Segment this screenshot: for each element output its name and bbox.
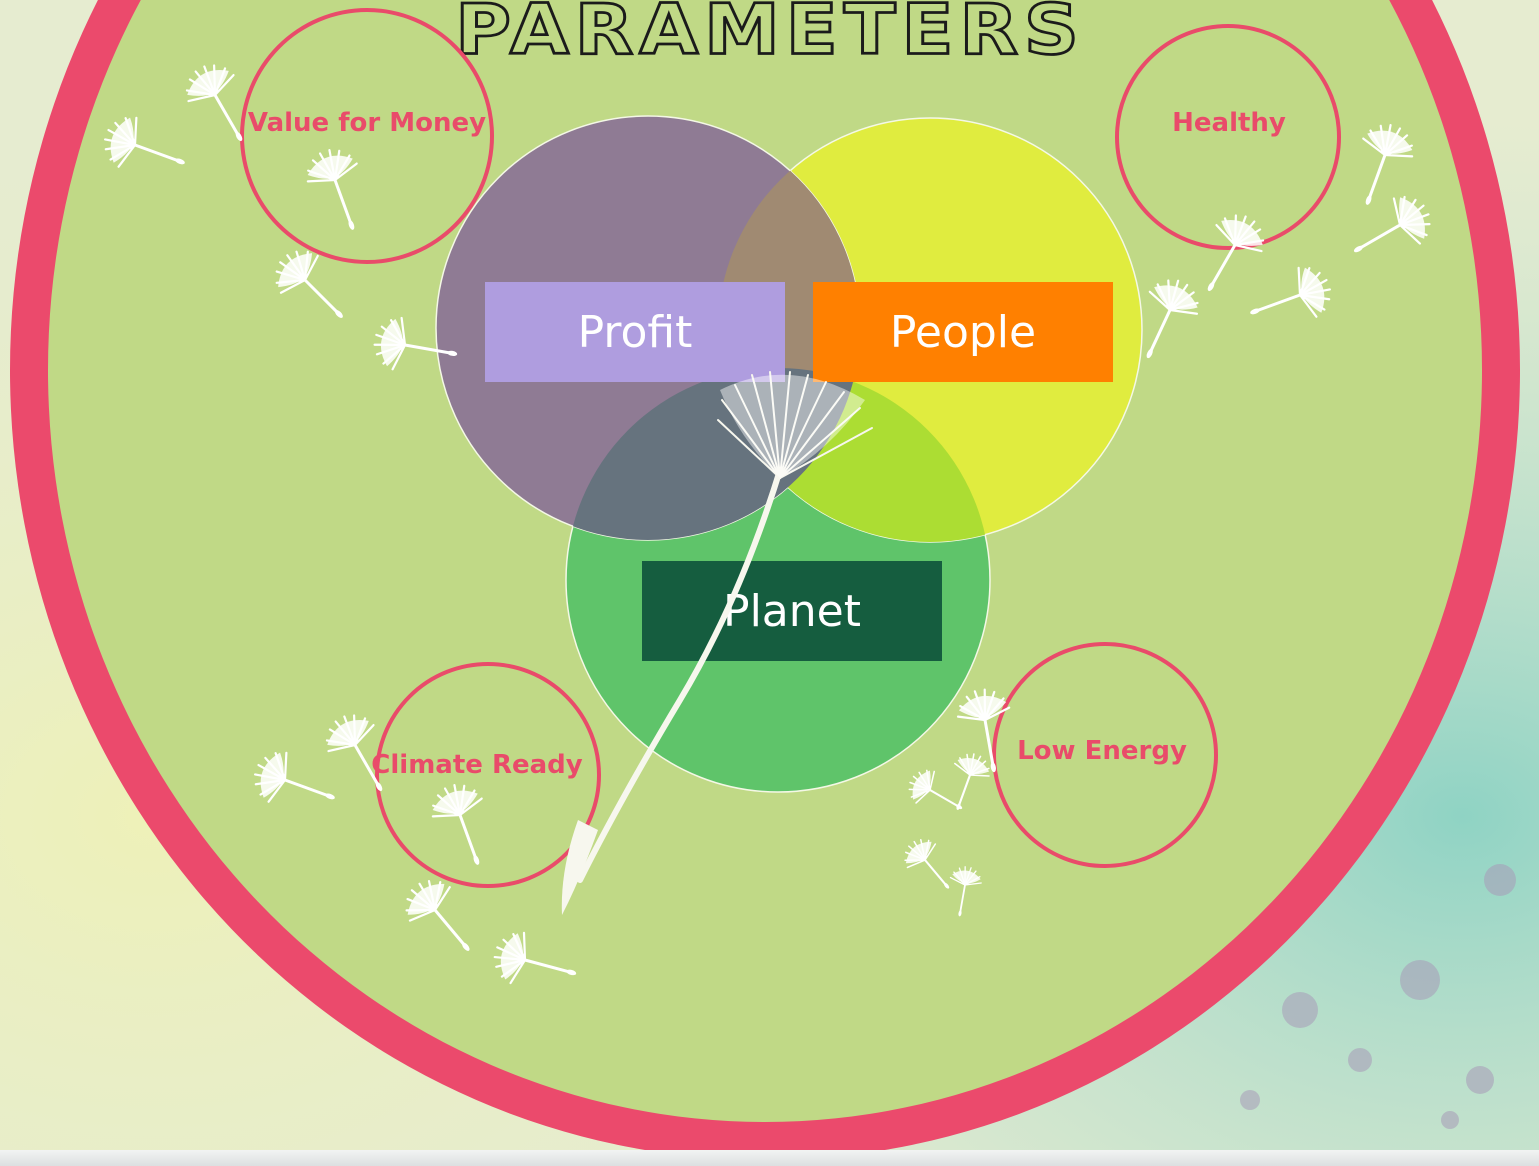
dandelion-seed-icon [96,108,196,190]
dandelion-seed-icon [298,141,380,241]
low-energy-label: Low Energy [1017,736,1187,766]
people-label: People [813,282,1113,382]
dandelion-seed-icon [896,831,964,902]
dandelion-seed-icon [1239,258,1339,340]
dandelion-seed-icon [246,743,346,825]
dandelion-seed-icon [394,868,491,969]
healthy-label: Healthy [1172,108,1286,138]
climate-ready-ring [375,662,601,888]
healthy-ring [1115,24,1341,250]
dandelion-seed-icon [423,776,505,876]
diagram-title: PARAMETERS [454,0,1085,71]
dandelion-seed-icon [369,312,464,382]
low-energy-ring [992,642,1218,868]
dandelion-seed-icon [943,863,985,920]
dandelion-seed-icon [901,762,973,826]
dandelion-seed-icon [487,925,585,1001]
profit-label: Profit [485,282,785,382]
dandelion-seed-icon [939,747,996,818]
value-for-money-ring [240,8,494,264]
dandelion-seed-icon [263,238,363,338]
profit-planet-overlap [566,368,860,540]
dandelion-seed-icon [175,54,266,156]
people-planet-overlap [718,368,990,542]
large-dandelion-seed-icon [561,371,873,915]
dandelion-seed-icon [1340,116,1422,216]
dandelion-seed-icon [1339,185,1441,276]
climate-ready-label: Climate Ready [371,750,583,780]
dandelion-seed-icon [1184,204,1275,306]
value-for-money-label: Value for Money [247,108,487,138]
dandelion-seed-icon [315,704,406,806]
bottom-strip [0,1150,1539,1166]
dandelion-seed-icon [1122,270,1208,371]
planet-label: Planet [642,561,942,661]
